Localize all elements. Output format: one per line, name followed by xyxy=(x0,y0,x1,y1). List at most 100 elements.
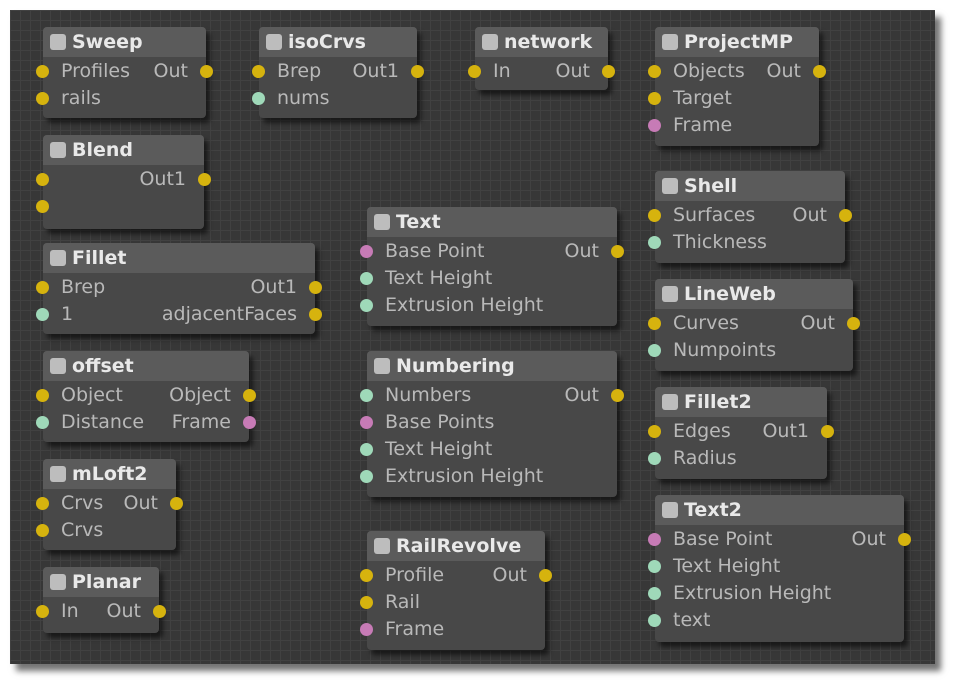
input-socket[interactable] xyxy=(36,281,49,294)
input-socket[interactable] xyxy=(360,470,373,483)
node-toggle-checkbox[interactable] xyxy=(266,34,282,50)
input-socket[interactable] xyxy=(36,200,49,213)
input-socket[interactable] xyxy=(648,587,661,600)
input-socket[interactable] xyxy=(360,299,373,312)
input-socket[interactable] xyxy=(648,344,661,357)
output-socket[interactable] xyxy=(611,245,624,258)
output-socket[interactable] xyxy=(309,281,322,294)
output-socket[interactable] xyxy=(309,308,322,321)
input-socket[interactable] xyxy=(360,245,373,258)
output-socket[interactable] xyxy=(243,416,256,429)
node-header[interactable]: Blend xyxy=(43,135,204,165)
node-toggle-checkbox[interactable] xyxy=(662,34,678,50)
input-socket[interactable] xyxy=(360,272,373,285)
input-socket[interactable] xyxy=(252,92,265,105)
input-socket[interactable] xyxy=(360,389,373,402)
node-header[interactable]: Text xyxy=(367,207,617,237)
input-socket[interactable] xyxy=(360,443,373,456)
node-header[interactable]: Numbering xyxy=(367,351,617,381)
node-header[interactable]: ProjectMP xyxy=(655,27,819,57)
output-socket[interactable] xyxy=(153,605,166,618)
node-header[interactable]: Shell xyxy=(655,171,845,201)
output-socket[interactable] xyxy=(198,173,211,186)
input-socket[interactable] xyxy=(648,425,661,438)
node-toggle-checkbox[interactable] xyxy=(662,286,678,302)
input-socket[interactable] xyxy=(648,452,661,465)
node-toggle-checkbox[interactable] xyxy=(662,502,678,518)
node-toggle-checkbox[interactable] xyxy=(374,358,390,374)
input-socket[interactable] xyxy=(360,569,373,582)
input-socket[interactable] xyxy=(36,65,49,78)
input-socket[interactable] xyxy=(648,65,661,78)
input-socket[interactable] xyxy=(648,560,661,573)
input-socket[interactable] xyxy=(648,209,661,222)
input-socket[interactable] xyxy=(36,497,49,510)
node-toggle-checkbox[interactable] xyxy=(50,466,66,482)
input-socket[interactable] xyxy=(648,92,661,105)
input-socket[interactable] xyxy=(360,596,373,609)
output-socket[interactable] xyxy=(847,317,860,330)
node-toggle-checkbox[interactable] xyxy=(482,34,498,50)
input-socket[interactable] xyxy=(36,92,49,105)
output-socket[interactable] xyxy=(243,389,256,402)
node-header[interactable]: mLoft2 xyxy=(43,459,176,489)
node-header[interactable]: Sweep xyxy=(43,27,206,57)
input-socket[interactable] xyxy=(36,605,49,618)
input-socket[interactable] xyxy=(36,173,49,186)
input-socket[interactable] xyxy=(36,524,49,537)
node-toggle-checkbox[interactable] xyxy=(662,178,678,194)
output-socket[interactable] xyxy=(821,425,834,438)
node-header[interactable]: offset xyxy=(43,351,249,381)
node-header[interactable]: Fillet xyxy=(43,243,315,273)
node-toggle-checkbox[interactable] xyxy=(374,538,390,554)
input-socket[interactable] xyxy=(36,389,49,402)
node-toggle-checkbox[interactable] xyxy=(50,142,66,158)
node-header[interactable]: Planar xyxy=(43,567,159,597)
input-socket[interactable] xyxy=(252,65,265,78)
output-socket[interactable] xyxy=(200,65,213,78)
input-socket[interactable] xyxy=(36,416,49,429)
node-toggle-checkbox[interactable] xyxy=(662,394,678,410)
input-socket[interactable] xyxy=(360,623,373,636)
node-toggle-checkbox[interactable] xyxy=(50,574,66,590)
input-socket[interactable] xyxy=(360,416,373,429)
input-socket[interactable] xyxy=(648,119,661,132)
input-socket[interactable] xyxy=(648,614,661,627)
node-header[interactable]: network xyxy=(475,27,608,57)
node-header[interactable]: RailRevolve xyxy=(367,531,545,561)
node-toggle-checkbox[interactable] xyxy=(50,34,66,50)
node-toggle-checkbox[interactable] xyxy=(50,358,66,374)
node-header[interactable]: LineWeb xyxy=(655,279,853,309)
node-header[interactable]: Fillet2 xyxy=(655,387,827,417)
node-toggle-checkbox[interactable] xyxy=(374,214,390,230)
output-socket[interactable] xyxy=(411,65,424,78)
input-socket[interactable] xyxy=(468,65,481,78)
output-socket[interactable] xyxy=(813,65,826,78)
input-socket[interactable] xyxy=(648,533,661,546)
output-socket[interactable] xyxy=(539,569,552,582)
output-socket[interactable] xyxy=(602,65,615,78)
output-socket[interactable] xyxy=(611,389,624,402)
output-socket[interactable] xyxy=(898,533,911,546)
node-toggle-checkbox[interactable] xyxy=(50,250,66,266)
input-socket[interactable] xyxy=(648,236,661,249)
node-header[interactable]: isoCrvs xyxy=(259,27,417,57)
node-header[interactable]: Text2 xyxy=(655,495,904,525)
input-socket[interactable] xyxy=(36,308,49,321)
